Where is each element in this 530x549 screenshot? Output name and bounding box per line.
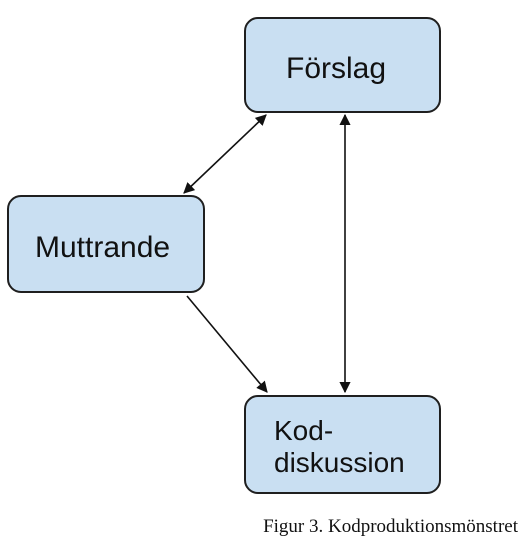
arrow-muttrande-kod xyxy=(186,295,268,393)
node-koddiskussion-label: Kod- diskussion xyxy=(274,415,405,479)
node-forslag-label: Förslag xyxy=(286,52,387,85)
node-koddiskussion: Kod- diskussion xyxy=(244,395,441,494)
figure-caption: Figur 3. Kodproduktionsmönstret xyxy=(263,516,518,537)
node-muttrande-label: Muttrande xyxy=(35,231,171,264)
node-muttrande: Muttrande xyxy=(7,195,205,293)
node-forslag: Förslag xyxy=(244,17,441,113)
arrow-muttrande-forslag xyxy=(183,114,267,194)
node-koddiskussion-line-1: Kod- xyxy=(274,415,334,446)
node-koddiskussion-line-2: diskussion xyxy=(274,447,405,478)
